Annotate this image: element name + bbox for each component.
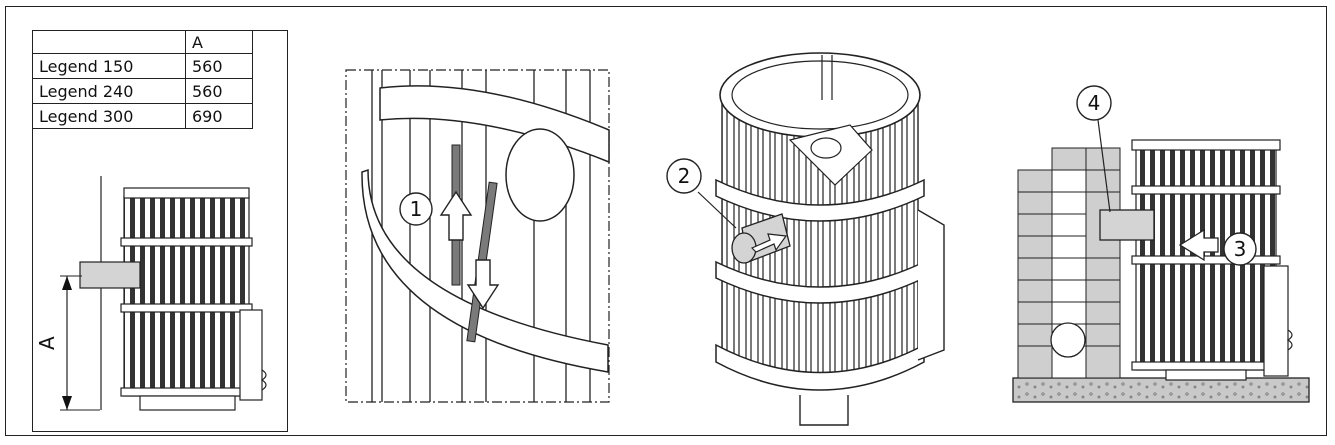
stone-block — [1017, 279, 1053, 303]
wall-vent — [1050, 322, 1086, 358]
detail-frame — [345, 69, 610, 403]
callout-4-leader — [1097, 119, 1111, 213]
stone-block — [1085, 147, 1121, 379]
table-cell-model: Legend 240 — [32, 78, 186, 104]
cable-icon — [1286, 329, 1293, 351]
stone-block — [1017, 191, 1053, 215]
dimension-label: A — [35, 336, 59, 350]
table-row: Legend 150 560 — [32, 53, 253, 79]
stone-block — [1017, 257, 1053, 281]
stone-block — [1051, 191, 1087, 215]
callout-1-circle — [399, 192, 433, 226]
heater-base — [139, 395, 236, 411]
heater-foot — [799, 395, 849, 426]
panel-installation: 3 4 — [1012, 85, 1310, 403]
dim-arrow-bottom — [62, 396, 72, 410]
panel-dimension-view: A — [35, 176, 267, 411]
cable-icon — [260, 369, 267, 391]
bottom-band — [715, 343, 925, 391]
stone-block — [1017, 235, 1053, 259]
callout-1: 1 — [410, 197, 423, 221]
table-header-row: A — [32, 30, 253, 54]
callout-4-circle — [1076, 85, 1112, 121]
dimension-table: A Legend 150 560 Legend 240 560 Legend 3… — [32, 30, 253, 129]
stone-block — [1017, 169, 1053, 193]
heater-ring — [120, 237, 253, 247]
arrow-left-icon — [1178, 228, 1219, 262]
floor — [1012, 377, 1310, 403]
table-row: Legend 240 560 — [32, 78, 253, 104]
stone-block — [1017, 323, 1053, 347]
connection-pipe — [1099, 209, 1155, 241]
heater-ring — [1131, 185, 1281, 195]
callout-3-circle — [1223, 232, 1257, 266]
table-cell-model: Legend 150 — [32, 53, 186, 79]
callout-4: 4 — [1088, 91, 1101, 115]
heater-top — [1131, 139, 1281, 151]
stone-wall — [1017, 147, 1121, 379]
panel-rod-detail: 1 — [345, 69, 610, 403]
callout-2-circle — [666, 158, 702, 194]
heater-ring — [120, 387, 253, 397]
arrow-up-icon — [439, 190, 473, 241]
top-ring-inner — [731, 60, 909, 130]
heater-top-rim — [123, 187, 250, 199]
table-header-a: A — [185, 30, 253, 54]
arrow-down-icon — [466, 259, 500, 310]
dim-arrow-top — [62, 276, 72, 290]
table-row: Legend 300 690 — [32, 103, 253, 129]
inner-opening — [810, 137, 842, 159]
table-cell-model: Legend 300 — [32, 103, 186, 129]
heater-side-panel — [239, 309, 263, 401]
heater-body — [123, 195, 250, 397]
side-panel — [1263, 265, 1289, 377]
flue-pipe — [79, 261, 141, 289]
table-cell-a: 690 — [185, 103, 253, 129]
stone-block — [1017, 213, 1053, 237]
heater-ring — [1131, 361, 1281, 371]
stone-block — [1051, 147, 1087, 171]
stone-block — [1051, 257, 1087, 281]
heater-ring — [120, 303, 253, 313]
heater-base — [1165, 369, 1247, 381]
stone-block — [1051, 213, 1087, 237]
side-box — [917, 209, 945, 361]
panel-heater-perspective: 2 — [666, 52, 945, 426]
callout-2-leader — [697, 191, 737, 229]
stone-block — [1051, 169, 1087, 193]
stone-block — [1051, 301, 1087, 325]
stone-block — [1017, 301, 1053, 325]
stone-block — [1017, 345, 1053, 379]
arrow-insert-icon — [750, 233, 788, 253]
detail-opening — [505, 128, 575, 222]
middle-band — [715, 178, 925, 222]
heater-ring — [1131, 255, 1281, 265]
callout-2: 2 — [678, 164, 691, 188]
callout-3: 3 — [1234, 237, 1247, 261]
lower-band — [361, 168, 609, 373]
stone-block — [1051, 279, 1087, 303]
top-band — [379, 85, 610, 164]
stone-block — [1051, 235, 1087, 259]
